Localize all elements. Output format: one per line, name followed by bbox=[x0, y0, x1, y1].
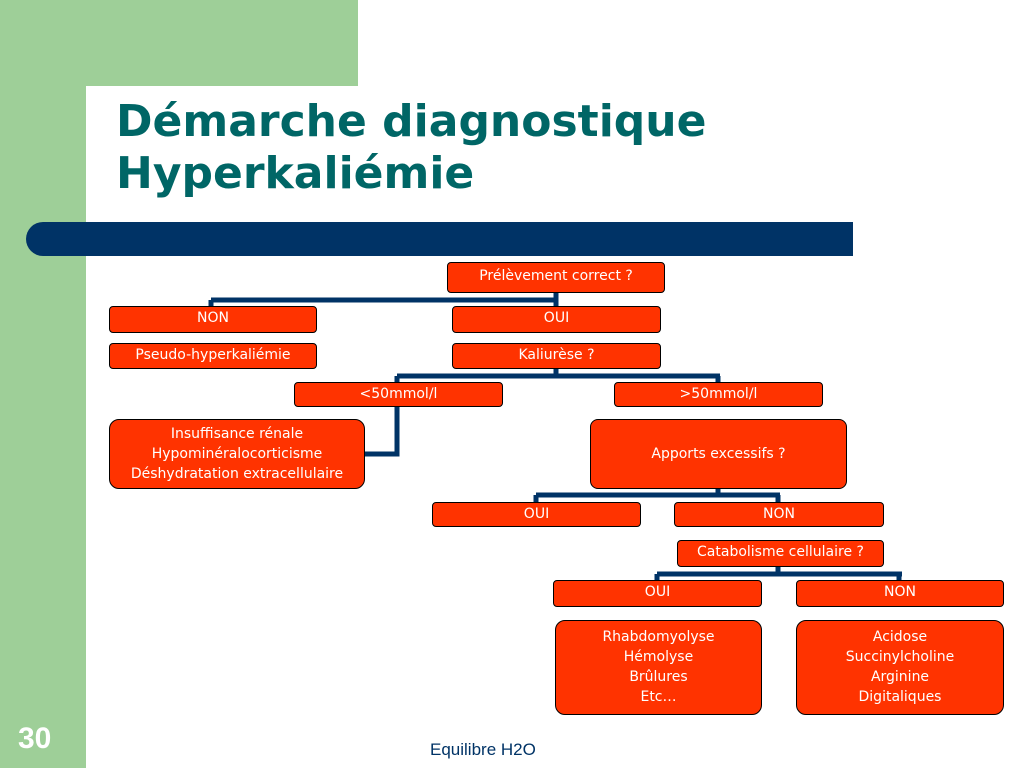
cause-item: Succinylcholine bbox=[845, 649, 955, 665]
low-cause-item: Insuffisance rénale bbox=[170, 426, 304, 442]
connector-apports bbox=[533, 489, 781, 502]
connector-low-causes bbox=[365, 406, 400, 457]
low-cause-item: Hypominéralocorticisme bbox=[151, 446, 323, 462]
box-kaliurese-question: Kaliurèse ? bbox=[452, 343, 661, 369]
cause-item: Rhabdomyolyse bbox=[602, 629, 715, 645]
cause-item: Brûlures bbox=[629, 669, 688, 685]
box-apports-non: NON bbox=[674, 502, 884, 527]
box-apports-question: Apports excessifs ? bbox=[590, 419, 847, 489]
box-oui-1: OUI bbox=[452, 306, 661, 333]
cause-item: Hémolyse bbox=[623, 649, 694, 665]
cause-item: Digitaliques bbox=[858, 689, 942, 705]
footer-text: Equilibre H2O bbox=[430, 740, 536, 759]
box-apports-oui: OUI bbox=[432, 502, 641, 527]
connector-catabolisme bbox=[654, 567, 902, 580]
background-band-left bbox=[0, 0, 86, 768]
box-non-1: NON bbox=[109, 306, 317, 333]
box-kaliurese-low: <50mmol/l bbox=[294, 382, 503, 407]
cause-item: Acidose bbox=[872, 629, 928, 645]
page-number: 30 bbox=[18, 722, 52, 755]
low-cause-item: Déshydratation extracellulaire bbox=[130, 466, 344, 482]
box-catabolisme-no-causes: Acidose Succinylcholine Arginine Digital… bbox=[796, 620, 1004, 715]
cause-item: Arginine bbox=[870, 669, 930, 685]
cause-item: Etc… bbox=[640, 689, 677, 705]
connector-root bbox=[208, 293, 559, 306]
title-divider-bar bbox=[26, 222, 853, 256]
box-low-causes: Insuffisance rénale Hypominéralocorticis… bbox=[109, 419, 365, 489]
title-line-2: Hyperkaliémie bbox=[116, 148, 475, 199]
box-catabolisme-question: Catabolisme cellulaire ? bbox=[677, 540, 884, 567]
box-kaliurese-high: >50mmol/l bbox=[614, 382, 823, 407]
box-pseudo-hyperkaliemie: Pseudo-hyperkaliémie bbox=[109, 343, 317, 369]
box-catabolisme-non: NON bbox=[796, 580, 1004, 607]
title-line-1: Démarche diagnostique bbox=[116, 96, 707, 147]
box-catabolisme-oui: OUI bbox=[553, 580, 762, 607]
box-root-question: Prélèvement correct ? bbox=[447, 262, 665, 293]
slide-title: Démarche diagnostique Hyperkaliémie bbox=[116, 96, 706, 200]
background-band-top bbox=[0, 0, 358, 86]
box-catabolisme-yes-causes: Rhabdomyolyse Hémolyse Brûlures Etc… bbox=[555, 620, 762, 715]
connector-kaliurese bbox=[394, 369, 721, 382]
